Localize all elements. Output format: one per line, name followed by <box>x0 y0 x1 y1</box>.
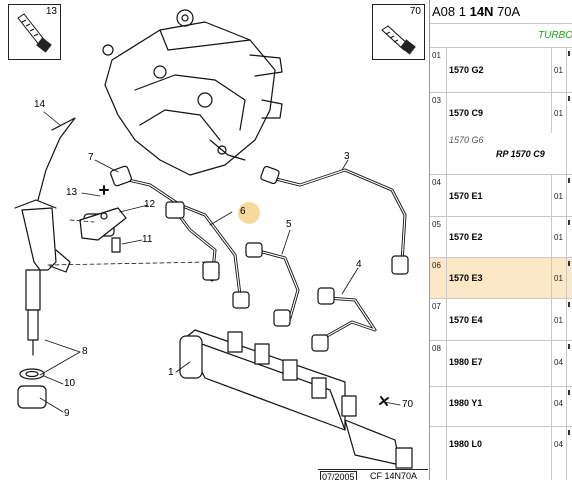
row-marker <box>568 220 570 225</box>
screw-icon <box>381 25 416 55</box>
tool-box-left-number: 13 <box>45 6 57 17</box>
leader-lines <box>39 111 401 413</box>
callout-7[interactable]: 7 <box>88 152 94 163</box>
row-reference[interactable]: 1980 L0 <box>449 439 483 449</box>
row-reference[interactable]: 1570 E1 <box>449 191 483 201</box>
callout-9[interactable]: 9 <box>64 408 70 419</box>
callout-11[interactable]: 11 <box>142 234 153 245</box>
footer-code: CF 14N70A <box>370 471 418 480</box>
row-marker <box>568 344 570 349</box>
panel-subtitle-row: TURBO <box>430 24 572 48</box>
clamp <box>79 207 127 241</box>
tool-box-right[interactable]: 70 <box>372 4 425 60</box>
row-quantity: 01 <box>554 274 563 283</box>
row-quantity: 01 <box>554 316 563 325</box>
callout-8[interactable]: 8 <box>82 346 88 357</box>
row-marker <box>568 178 570 183</box>
row-reference[interactable]: 1570 E3 <box>449 273 483 283</box>
row-reference[interactable]: 1570 E4 <box>449 315 483 325</box>
row-marker <box>568 302 570 307</box>
pipe-6 <box>165 201 220 282</box>
callout-12[interactable]: 12 <box>144 199 156 210</box>
callout-13[interactable]: 13 <box>66 187 78 198</box>
common-rail <box>179 329 413 469</box>
row-reference[interactable]: 1980 Y1 <box>449 398 483 408</box>
callout-6[interactable]: 6 <box>240 206 246 217</box>
selected-callout-highlight <box>238 202 260 224</box>
diagram-footer: 07/2005 CF 14N70A <box>318 469 428 480</box>
callout-4[interactable]: 4 <box>356 259 362 270</box>
row-index: 03 <box>432 96 441 105</box>
parts-row[interactable]: 03 1570 C9 01 1570 G6 RP 1570 C9 <box>430 93 572 175</box>
parts-row[interactable]: 1980 Y1 04 <box>430 387 572 427</box>
row-index: 04 <box>432 178 441 187</box>
row-quantity: 01 <box>554 233 563 242</box>
title-suffix: 70A <box>493 4 521 19</box>
parts-row[interactable]: 05 1570 E2 01 <box>430 217 572 258</box>
row-reference[interactable]: 1570 E2 <box>449 232 483 242</box>
pipe-4 <box>311 287 377 352</box>
footer-date: 07/2005 <box>320 471 357 480</box>
fixing-markers <box>99 185 389 406</box>
dashed-reference-lines <box>47 219 211 266</box>
parts-row-selected[interactable]: 06 1570 E3 01 <box>430 258 572 299</box>
row-quantity: 04 <box>554 440 563 449</box>
row-quantity: 01 <box>554 192 563 201</box>
row-marker <box>568 51 570 56</box>
row-quantity: 01 <box>554 109 563 118</box>
row-reference[interactable]: 1570 C9 <box>449 108 484 118</box>
diagram-drawing <box>14 9 413 469</box>
screw-icon <box>17 13 52 53</box>
parts-row[interactable]: 04 1570 E1 01 <box>430 175 572 217</box>
title-prefix: A08 1 <box>432 4 470 19</box>
tool-box-left[interactable]: 13 <box>8 4 61 60</box>
callout-5[interactable]: 5 <box>286 219 292 230</box>
high-pressure-pump <box>102 9 283 176</box>
parts-row[interactable]: 1980 L0 04 <box>430 427 572 480</box>
panel-subtitle: TURBO <box>538 30 572 41</box>
callout-3[interactable]: 3 <box>344 151 350 162</box>
exploded-parts-diagram: 13 70 14 7 3 13 12 6 11 5 4 8 1 10 9 70 … <box>8 4 428 480</box>
tool-box-right-number: 70 <box>409 6 421 17</box>
pipe-5 <box>245 242 300 327</box>
row-reference[interactable]: 1570 G2 <box>449 65 484 75</box>
row-index: 08 <box>432 344 441 353</box>
row-index: 01 <box>432 51 441 60</box>
parts-row[interactable]: 01 1570 G2 01 <box>430 48 572 93</box>
callout-10[interactable]: 10 <box>64 378 76 389</box>
injector-assembly <box>14 117 121 409</box>
callout-1[interactable]: 1 <box>168 367 174 378</box>
row-alternate-reference: 1570 G6 <box>449 135 484 145</box>
row-marker <box>568 390 570 395</box>
row-index: 06 <box>432 261 441 270</box>
callout-70[interactable]: 70 <box>402 399 414 410</box>
pipe-7 <box>110 165 250 309</box>
row-marker <box>568 430 570 435</box>
row-index: 05 <box>432 220 441 229</box>
title-bold: 14N <box>469 4 494 19</box>
row-reference[interactable]: 1980 E7 <box>449 357 483 367</box>
panel-header: A08 1 14N 70A <box>430 0 572 24</box>
parts-row[interactable]: 08 1980 E7 04 <box>430 341 572 387</box>
row-marker <box>568 96 570 101</box>
row-quantity: 04 <box>554 358 563 367</box>
panel-title: A08 1 14N 70A <box>432 4 520 19</box>
row-marker <box>568 261 570 266</box>
callout-14[interactable]: 14 <box>34 99 46 110</box>
parts-row[interactable]: 07 1570 E4 01 <box>430 299 572 341</box>
parts-list-panel: A08 1 14N 70A TURBO 01 1570 G2 01 03 157… <box>429 0 572 480</box>
row-quantity: 04 <box>554 399 563 408</box>
row-replacement-reference[interactable]: RP 1570 C9 <box>496 149 545 159</box>
row-quantity: 01 <box>554 66 563 75</box>
pipe-3 <box>260 165 409 275</box>
row-index: 07 <box>432 302 441 311</box>
